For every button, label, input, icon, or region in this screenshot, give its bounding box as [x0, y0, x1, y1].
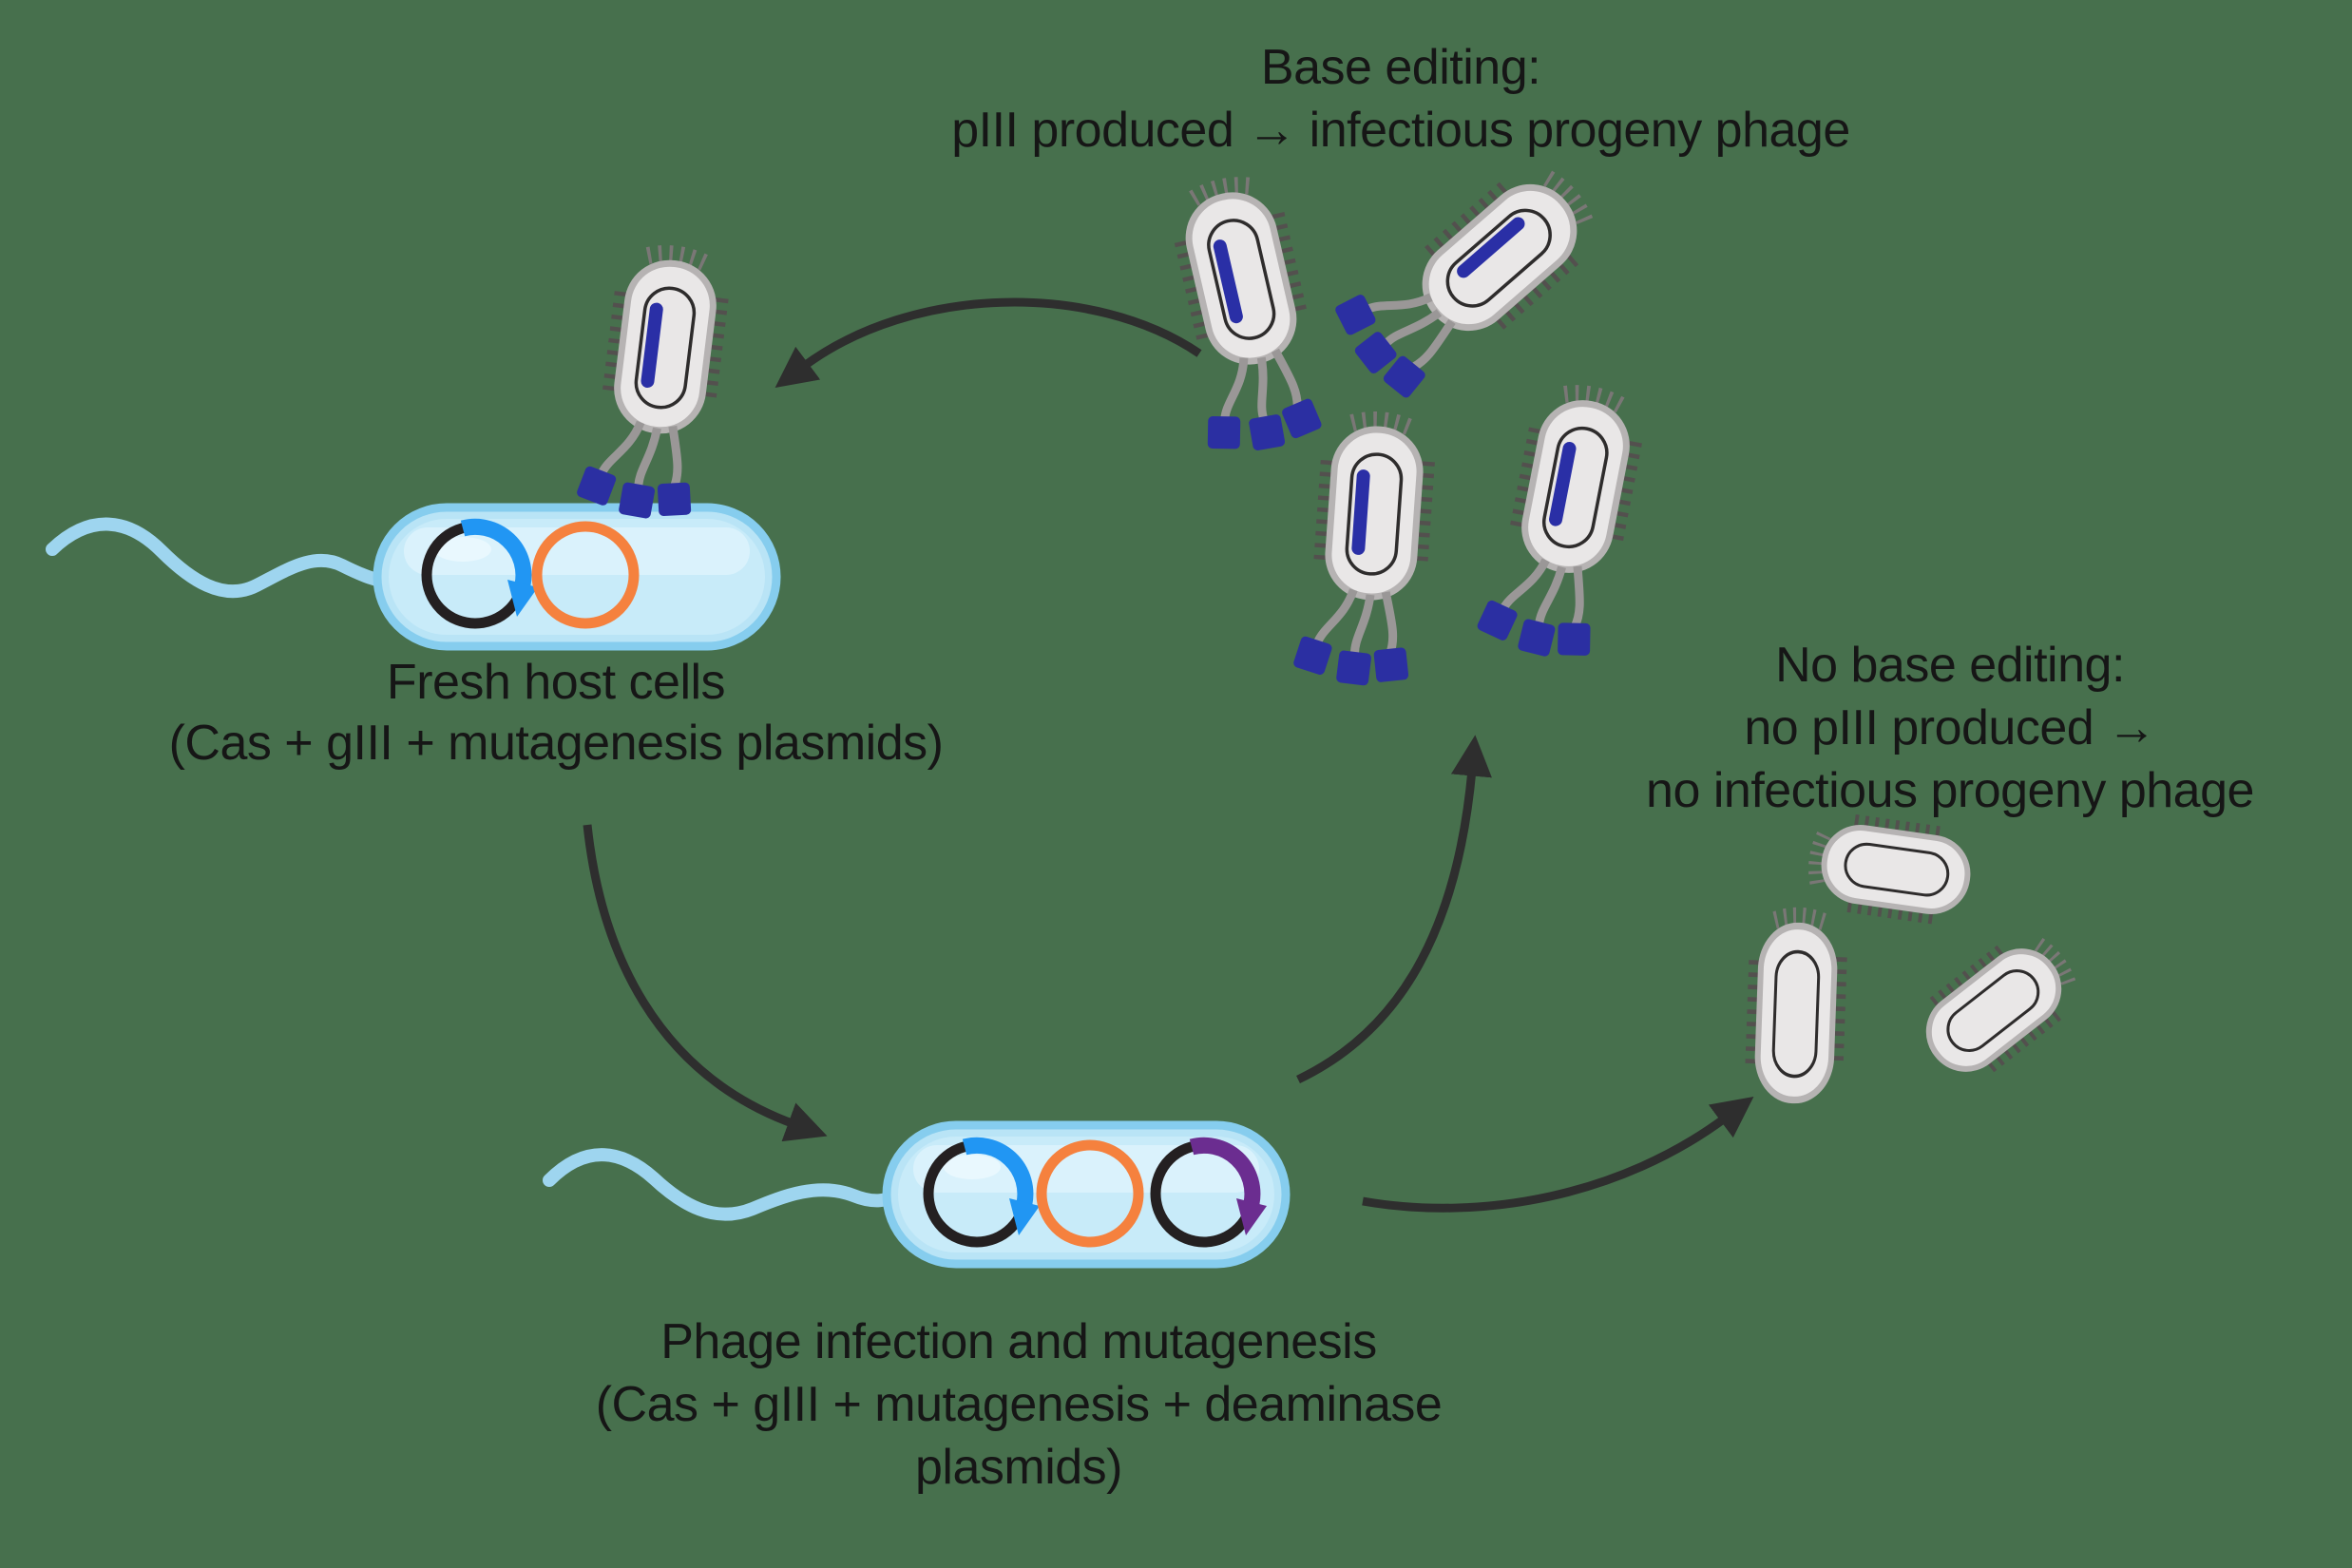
cycle-arrow-infection-to-noninfectious — [1362, 1097, 1754, 1213]
infectious-phage-icon — [1151, 177, 1326, 463]
non-infectious-phage-icon — [1811, 818, 1973, 920]
label-line: No base editing: — [1775, 638, 2125, 693]
fresh-host-cell-icon — [377, 507, 776, 646]
cycle-arrow-progeny-to-fresh — [774, 297, 1202, 388]
label-no-base-editing: No base editing: no pIII produced → no i… — [1646, 634, 2254, 822]
label-line: pIII produced → infectious progeny phage — [951, 99, 1850, 162]
non-infectious-phage-icon — [1752, 915, 1841, 1101]
plasmid-orange-icon — [1036, 1139, 1144, 1248]
label-line: plasmids) — [915, 1440, 1122, 1495]
label-line: Phage infection and mutagenesis — [660, 1314, 1377, 1369]
label-text: pIII produced — [951, 103, 1234, 158]
label-line: (Cas + gIII + mutagenesis + deaminase — [595, 1377, 1443, 1432]
infectious-phage-icon — [1291, 415, 1428, 689]
infectious-phage-icon — [1323, 143, 1601, 407]
cycle-arrow-fresh-to-infection — [583, 824, 828, 1142]
plasmid-orange-icon — [531, 521, 640, 629]
flagellum-icon — [46, 517, 396, 599]
label-line: Fresh host cells — [386, 655, 726, 710]
flagellum-icon — [543, 1148, 904, 1221]
label-fresh-host-cells: Fresh host cells (Cas + gIII + mutagenes… — [169, 652, 944, 774]
non-infectious-phage-icon — [1912, 928, 2082, 1086]
label-line: no infectious progeny phage — [1646, 763, 2254, 818]
infected-cell-icon — [887, 1125, 1286, 1264]
label-phage-infection: Phage infection and mutagenesis (Cas + g… — [596, 1310, 1443, 1499]
label-base-editing: Base editing: pIII produced → infectious… — [951, 36, 1850, 162]
infectious-phage-icon — [1473, 382, 1640, 666]
label-line: Base editing: — [1260, 40, 1541, 95]
label-line: no pIII produced → — [1744, 700, 2156, 755]
label-line: (Cas + gIII + mutagenesis plasmids) — [168, 716, 944, 771]
right-arrow-glyph: → — [1247, 103, 1296, 158]
infectious-phage-icon — [574, 246, 724, 525]
label-text: infectious progeny phage — [1309, 103, 1851, 158]
cycle-arrow-infection-to-progeny — [1296, 735, 1492, 1084]
